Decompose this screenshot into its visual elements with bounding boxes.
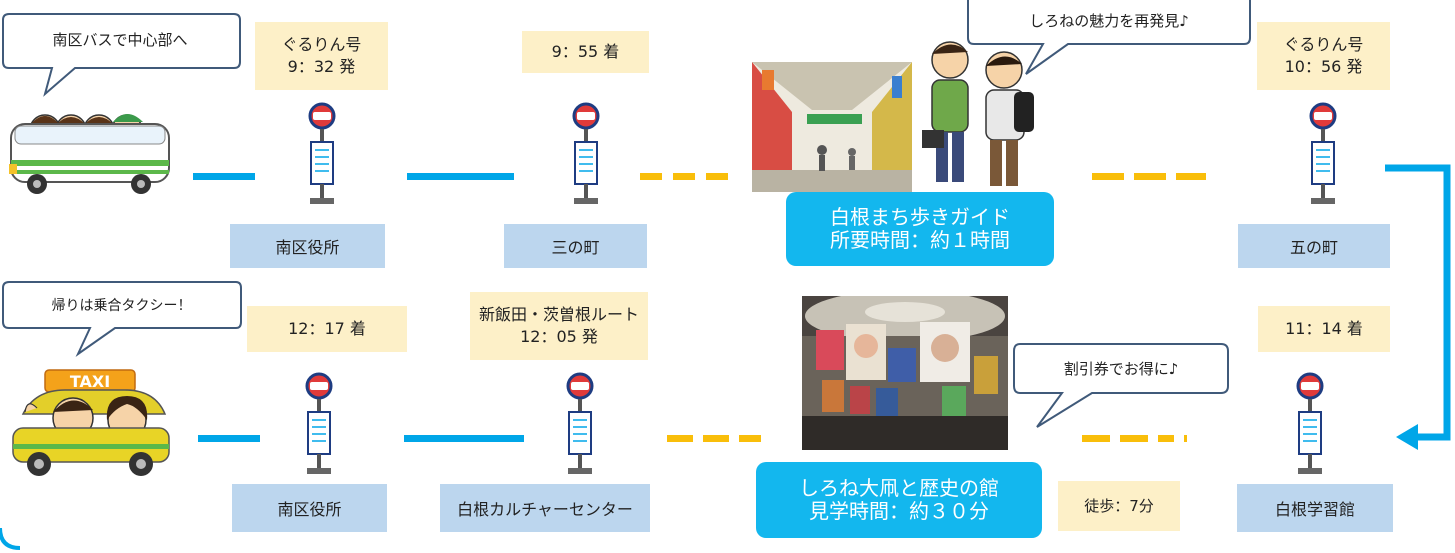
bubble-discount-text: 割引券でお得に♪ [1063,360,1179,378]
bubble-return-taxi-shape [2,281,242,357]
walk-dash [1184,435,1187,442]
station-shirone-culture-center: 白根カルチャーセンター [440,484,650,532]
kite-museum-photo [802,290,1008,454]
arrow-head [1396,424,1418,450]
station-shirone-gakushukan: 白根学習館 [1237,484,1393,532]
time-box-2-time: 9：55 着 [551,42,620,61]
walk-dash [703,435,729,442]
station-minami-ward-office-return: 南区役所 [232,484,387,532]
time-box-4-time: 11：14 着 [1285,319,1363,338]
taxi-illustration: TAXI [5,368,175,482]
guide-walking-tour: 白根まち歩きガイド 所要時間：約１時間 [786,192,1054,266]
walk-dash [1176,173,1206,180]
time-box-1-route: ぐるりん号 [281,35,362,54]
walk-dash [1158,435,1174,442]
time-box-3: ぐるりん号 10：56 発 [1257,22,1390,90]
bubble-discount: 割引券でお得に♪ [1012,342,1232,432]
bubble-discount-shape [1013,343,1229,428]
bus-turn-segment [1385,164,1451,441]
walk-dash [1120,435,1148,442]
station-sannomachi: 三の町 [504,224,647,268]
walk-time-text: 徒歩：7分 [1084,497,1154,515]
time-box-2: 9：55 着 [522,31,649,73]
time-box-4: 11：14 着 [1258,306,1390,352]
guide-kite-museum: しろね大凧と歴史の館 見学時間：約３０分 [756,462,1042,538]
walk-dash [1082,435,1110,442]
station-gonomachi: 五の町 [1238,224,1390,268]
guide-walking-tour-duration: 所要時間：約１時間 [830,228,1010,252]
walk-dash [739,435,761,442]
time-box-5-route: 新飯田・茨曽根ルート [478,305,639,324]
time-box-1: ぐるりん号 9：32 発 [255,22,388,90]
bus-segment [404,435,524,442]
bubble-shirone-charm-shape [967,0,1251,75]
walk-dash [640,173,662,180]
walk-dash [1134,173,1166,180]
taxi-sign-text: TAXI [70,372,110,391]
corner-arc [0,527,21,550]
walk-time-box: 徒歩：7分 [1058,481,1180,531]
time-box-6: 12：17 着 [247,306,407,352]
guide-kite-museum-title: しろね大凧と歴史の館 [799,476,999,500]
time-box-5-time: 12：05 発 [520,327,598,346]
bus-stop-icon [1290,372,1330,480]
bus-stop-icon [299,372,339,480]
arcade-walking-photo [752,40,1052,196]
bus-stop-icon [302,102,342,210]
walk-dash [706,173,728,180]
time-box-1-time: 9：32 発 [287,57,356,76]
bus-stop-icon [566,102,606,210]
bus-segment [193,173,255,180]
bus-stop-icon [1303,102,1343,210]
bubble-return-taxi: 帰りは乗合タクシー！ [0,280,243,360]
time-box-6-time: 12：17 着 [288,319,366,338]
time-box-5: 新飯田・茨曽根ルート 12：05 発 [470,292,648,360]
walk-dash [1092,173,1124,180]
bubble-south-bus-shape [2,13,241,97]
walk-dash [673,173,695,180]
guide-kite-museum-duration: 見学時間：約３０分 [809,499,989,523]
walk-dash [667,435,693,442]
bubble-south-bus: 南区バスで中心部へ [0,12,246,97]
bus-segment [407,173,514,180]
bubble-return-taxi-text: 帰りは乗合タクシー！ [51,298,192,314]
bubble-shirone-charm: しろねの魅力を再発見♪ [967,0,1254,80]
bubble-south-bus-text: 南区バスで中心部へ [52,31,188,49]
bus-segment [198,435,260,442]
time-box-3-route: ぐるりん号 [1283,35,1364,54]
guide-walking-tour-title: 白根まち歩きガイド [830,205,1010,229]
time-box-3-time: 10：56 発 [1284,57,1363,76]
bus-illustration [5,104,175,202]
station-minami-ward-office: 南区役所 [230,224,385,268]
bus-stop-icon [560,372,600,480]
bubble-shirone-charm-text: しろねの魅力を再発見♪ [1029,12,1189,30]
